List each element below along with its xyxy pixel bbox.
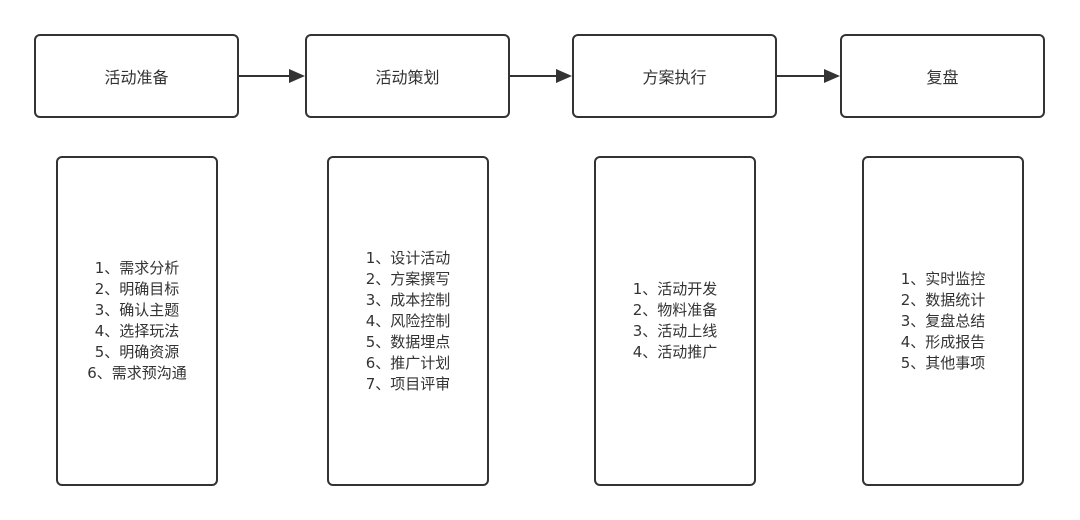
stage-1-detail-box: 1、需求分析 2、明确目标 3、确认主题 4、选择玩法 5、明确资源 6、需求预…: [56, 156, 218, 486]
list-item: 3、活动上线: [632, 322, 718, 340]
list-item: 1、活动开发: [632, 280, 718, 298]
stage-4-detail-box: 1、实时监控 2、数据统计 3、复盘总结 4、形成报告 5、其他事项: [862, 156, 1024, 486]
list-item: 6、需求预沟通: [87, 364, 187, 382]
stage-1-item-list: 1、需求分析 2、明确目标 3、确认主题 4、选择玩法 5、明确资源 6、需求预…: [87, 258, 187, 384]
stage-3-title: 方案执行: [642, 68, 707, 87]
stage-2-item-list: 1、设计活动 2、方案撰写 3、成本控制 4、风险控制 5、数据埋点 6、推广计…: [366, 248, 451, 395]
arrow-3-to-4: [777, 69, 840, 83]
list-item: 5、其他事项: [900, 353, 986, 372]
arrow-1-head: [289, 69, 305, 83]
list-item: 4、活动推广: [632, 343, 718, 361]
list-item: 5、数据埋点: [365, 332, 451, 351]
stage-2-title: 活动策划: [375, 68, 440, 87]
list-item: 3、确认主题: [94, 301, 180, 319]
stage-3-detail-box: 1、活动开发 2、物料准备 3、活动上线 4、活动推广: [594, 156, 756, 486]
list-item: 4、形成报告: [900, 332, 986, 351]
list-item: 3、复盘总结: [900, 311, 986, 330]
stage-3-header-box: 方案执行: [572, 34, 777, 118]
stage-4-item-list: 1、实时监控 2、数据统计 3、复盘总结 4、形成报告 5、其他事项: [901, 269, 986, 374]
list-item: 1、需求分析: [94, 259, 180, 277]
list-item: 2、方案撰写: [365, 269, 451, 288]
list-item: 4、选择玩法: [94, 322, 180, 340]
arrow-2-head: [556, 69, 572, 83]
list-item: 1、设计活动: [365, 248, 451, 267]
stage-1-title: 活动准备: [104, 68, 169, 87]
list-item: 6、推广计划: [365, 353, 451, 372]
list-item: 2、数据统计: [900, 290, 986, 309]
arrow-3-head: [824, 69, 840, 83]
list-item: 2、明确目标: [94, 280, 180, 298]
arrow-1-to-2: [239, 69, 305, 83]
list-item: 3、成本控制: [365, 290, 451, 309]
list-item: 2、物料准备: [632, 301, 718, 319]
list-item: 7、项目评审: [365, 374, 451, 393]
list-item: 4、风险控制: [365, 311, 451, 330]
stage-3-item-list: 1、活动开发 2、物料准备 3、活动上线 4、活动推广: [633, 279, 718, 363]
list-item: 5、明确资源: [94, 343, 180, 361]
arrow-2-to-3: [510, 69, 572, 83]
list-item: 1、实时监控: [900, 269, 986, 288]
stage-4-header-box: 复盘: [840, 34, 1045, 118]
stage-4-title: 复盘: [926, 68, 959, 87]
stage-2-header-box: 活动策划: [305, 34, 510, 118]
stage-1-header-box: 活动准备: [34, 34, 239, 118]
stage-2-detail-box: 1、设计活动 2、方案撰写 3、成本控制 4、风险控制 5、数据埋点 6、推广计…: [327, 156, 489, 486]
